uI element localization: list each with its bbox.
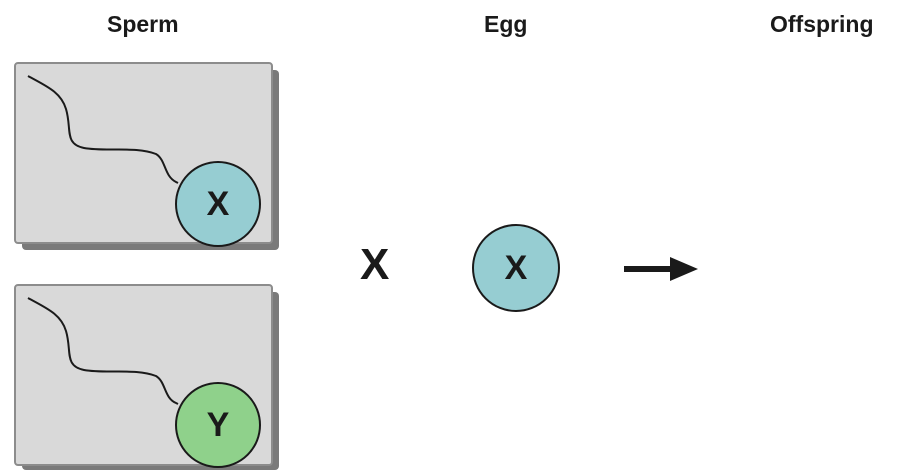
sperm-tail-icon: [27, 75, 179, 184]
right-arrow-icon: [624, 257, 698, 281]
sperm-y-chromosome-label: Y: [206, 405, 230, 444]
sperm-heading: Sperm: [107, 11, 179, 37]
egg-chromosome-label: X: [504, 248, 528, 287]
sperm-y-panel: Y: [14, 284, 273, 468]
sperm-x-chromosome-label: X: [206, 184, 230, 223]
offspring-heading: Offspring: [770, 11, 874, 37]
sperm-x-head: X: [175, 161, 261, 247]
sperm-y-head: Y: [175, 382, 261, 468]
sperm-x-panel: X: [14, 62, 273, 247]
egg-heading: Egg: [484, 11, 528, 37]
sperm-tail-icon: [27, 297, 179, 405]
egg-cell: X: [472, 224, 560, 312]
cross-symbol: X: [360, 240, 390, 289]
